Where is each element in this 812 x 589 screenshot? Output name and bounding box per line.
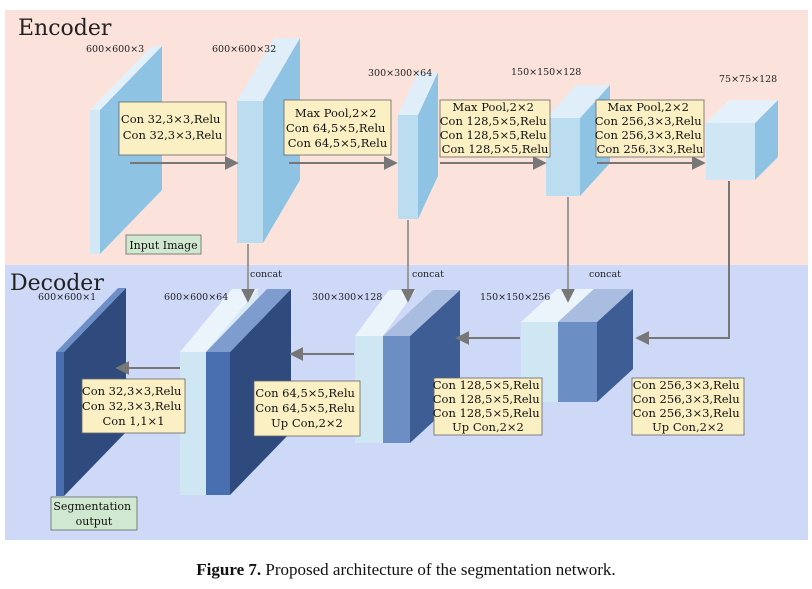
segmentation-label-line-2: output xyxy=(76,515,113,528)
encoder-op-box-1: Con 32,3×3,Relu Con 32,3×3,Relu xyxy=(118,101,227,156)
svg-text:Max Pool,2×2 Con 64,5×5,: Max Pool,2×2 Con 64,5×5,Relu Con 64,5×5,… xyxy=(286,106,389,150)
decoder-op-2-line-3: Up Con,2×2 xyxy=(271,416,343,430)
dim-e4: 150×150×128 xyxy=(511,67,581,78)
svg-text:Max Pool,2×2 Con 128,5×5: Max Pool,2×2 Con 128,5×5,Relu Con 128,5×… xyxy=(440,100,551,156)
encoder-op-1-line-1: Con 32,3×3,Relu xyxy=(121,112,221,126)
concat-label-2: concat xyxy=(412,269,444,280)
svg-text:Con 128,5×5,Relu Con 128: Con 128,5×5,Relu Con 128,5×5,Relu Con 12… xyxy=(433,378,544,434)
dim-e3: 300×300×64 xyxy=(368,68,432,79)
encoder-op-1-line-2: Con 32,3×3,Relu xyxy=(123,128,223,142)
encoder-op-2-line-2: Con 64,5×5,Relu xyxy=(286,121,386,135)
skip-connections xyxy=(241,197,575,303)
dim-e5: 75×75×128 xyxy=(719,74,777,85)
decoder-op-3-line-4: Up Con,2×2 xyxy=(452,420,524,434)
input-image-label: Input Image xyxy=(125,234,202,255)
decoder-block-4 xyxy=(521,289,633,402)
svg-text:Max Pool,2×2 Con 256,3×3: Max Pool,2×2 Con 256,3×3,Relu Con 256,3×… xyxy=(595,100,706,156)
decoder-op-4-line-3: Con 256,3×3,Relu xyxy=(633,406,740,420)
encoder-op-3-line-2: Con 128,5×5,Relu xyxy=(440,114,547,128)
svg-text:Con 256,3×3,Relu Con 256: Con 256,3×3,Relu Con 256,3×3,Relu Con 25… xyxy=(633,378,744,434)
decoder-op-4-line-1: Con 256,3×3,Relu xyxy=(633,378,740,392)
encoder-op-4-line-1: Max Pool,2×2 xyxy=(607,100,689,114)
encoder-op-2-line-1: Max Pool,2×2 xyxy=(295,106,377,120)
encoder-op-2-line-3: Con 64,5×5,Relu xyxy=(288,136,388,150)
dim-e1: 600×600×3 xyxy=(86,44,144,55)
decoder-op-box-3: Con 128,5×5,Relu Con 128,5×5,Relu Con 12… xyxy=(433,377,544,436)
encoder-op-3-line-1: Max Pool,2×2 xyxy=(452,100,534,114)
decoder-op-2-line-1: Con 64,5×5,Relu xyxy=(255,386,355,400)
concat-label-1: concat xyxy=(250,269,282,280)
encoder-op-4-line-4: Con 256,3×3,Relu xyxy=(597,142,704,156)
encoder-op-box-2: Max Pool,2×2 Con 64,5×5,Relu Con 64,5×5,… xyxy=(283,99,392,156)
svg-text:Con 32,3×3,Relu Con 32,3: Con 32,3×3,Relu Con 32,3×3,Relu Con 1,1×… xyxy=(82,384,185,428)
decoder-block-3 xyxy=(355,290,460,443)
caption-text: Proposed architecture of the segmentatio… xyxy=(261,560,616,579)
caption-label: Figure 7. xyxy=(196,560,262,579)
concat-label-3: concat xyxy=(589,269,621,280)
svg-text:Con 32,3×3,Relu Con 32,3: Con 32,3×3,Relu Con 32,3×3,Relu xyxy=(121,112,224,142)
svg-text:Segmentation output: Segmentation output xyxy=(53,500,134,528)
dim-e2: 600×600×32 xyxy=(212,44,276,55)
encoder-op-4-line-2: Con 256,3×3,Relu xyxy=(595,114,702,128)
encoder-op-3-line-4: Con 128,5×5,Relu xyxy=(442,142,549,156)
decoder-op-1-line-2: Con 32,3×3,Relu xyxy=(82,399,182,413)
encoder-block-5 xyxy=(706,100,778,180)
encoder-op-box-4: Max Pool,2×2 Con 256,3×3,Relu Con 256,3×… xyxy=(595,99,706,158)
decoder-op-4-line-2: Con 256,3×3,Relu xyxy=(633,392,740,406)
decoder-op-3-line-3: Con 128,5×5,Relu xyxy=(433,406,540,420)
decoder-op-3-line-1: Con 128,5×5,Relu xyxy=(433,378,540,392)
architecture-diagram: Encoder Decoder 600×600×3 600×600×32 300… xyxy=(5,10,808,540)
dim-d2: 600×600×64 xyxy=(164,292,228,303)
decoder-op-3-line-2: Con 128,5×5,Relu xyxy=(433,392,540,406)
segmentation-label-line-1: Segmentation xyxy=(53,500,131,513)
dim-d1: 600×600×1 xyxy=(38,292,96,303)
decoder-op-box-1: Con 32,3×3,Relu Con 32,3×3,Relu Con 1,1×… xyxy=(81,378,186,434)
encoder-block-3 xyxy=(398,72,438,219)
decoder-op-2-line-2: Con 64,5×5,Relu xyxy=(255,401,355,415)
figure-caption: Figure 7. Proposed architecture of the s… xyxy=(0,560,812,580)
encoder-title: Encoder xyxy=(18,16,112,41)
decoder-op-4-line-4: Up Con,2×2 xyxy=(652,420,724,434)
dim-d3: 300×300×128 xyxy=(312,292,382,303)
encoder-op-box-3: Max Pool,2×2 Con 128,5×5,Relu Con 128,5×… xyxy=(439,99,551,158)
decoder-op-1-line-1: Con 32,3×3,Relu xyxy=(82,384,182,398)
segmentation-output-label: Segmentation output xyxy=(50,496,138,531)
bottleneck-arrow xyxy=(635,181,730,345)
svg-text:Con 64,5×5,Relu Con 64,5: Con 64,5×5,Relu Con 64,5×5,Relu Up Con,2… xyxy=(255,386,358,430)
decoder-op-box-4: Con 256,3×3,Relu Con 256,3×3,Relu Con 25… xyxy=(631,377,745,436)
decoder-title: Decoder xyxy=(10,271,104,296)
decoder-op-box-2: Con 64,5×5,Relu Con 64,5×5,Relu Up Con,2… xyxy=(253,380,361,437)
encoder-op-3-line-3: Con 128,5×5,Relu xyxy=(440,128,547,142)
decoder-arrows xyxy=(115,331,520,375)
decoder-op-1-line-3: Con 1,1×1 xyxy=(102,414,164,428)
dim-d4: 150×150×256 xyxy=(480,292,550,303)
encoder-block-2 xyxy=(237,38,300,243)
input-image-text: Input Image xyxy=(129,239,197,252)
encoder-op-4-line-3: Con 256,3×3,Relu xyxy=(595,128,702,142)
decoder-block-2 xyxy=(180,289,291,495)
